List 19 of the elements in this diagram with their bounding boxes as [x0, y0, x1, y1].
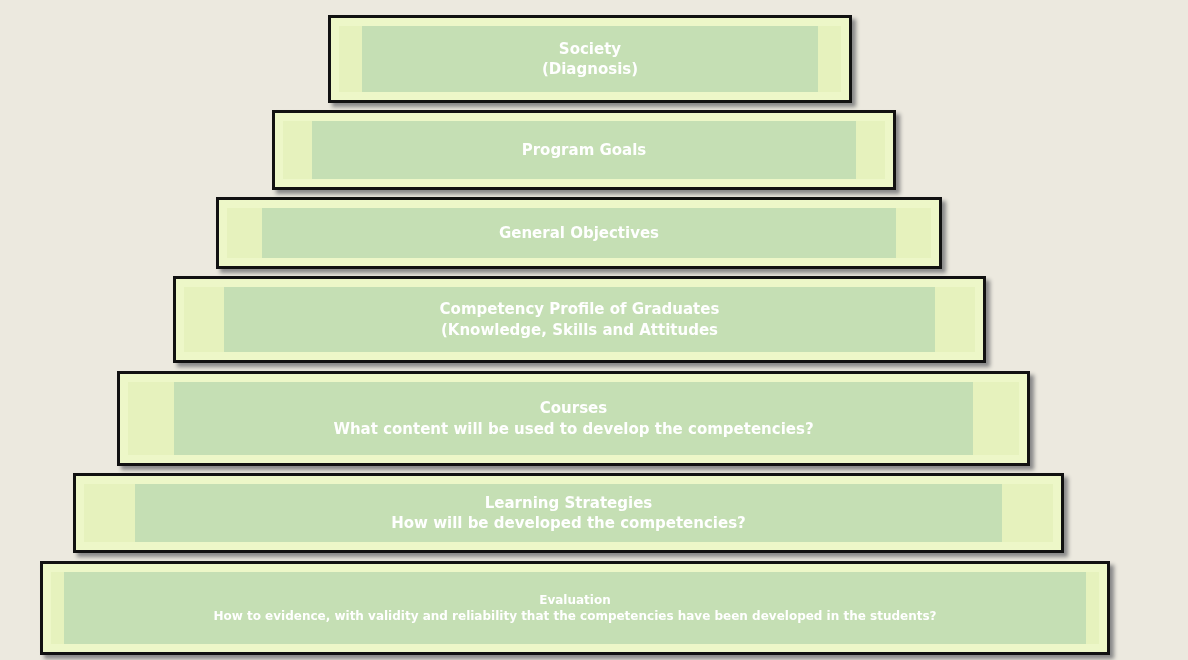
pyramid-step	[40, 561, 1110, 655]
step-title: Society	[558, 38, 622, 59]
step-title: Courses	[539, 398, 608, 419]
step-description: How to evidence, with validity and reliability that the competencies have been developed in the students?	[213, 608, 937, 625]
step-description: What content will be used to develop the competencies?	[333, 418, 814, 439]
pyramid-step	[173, 276, 986, 363]
pyramid-step	[117, 371, 1030, 466]
step-description: (Knowledge, Skills and Attitudes	[440, 319, 719, 340]
pyramid-step	[328, 15, 852, 103]
step-description: (Diagnosis)	[541, 59, 639, 80]
pyramid-step	[272, 110, 896, 190]
step-title: Program Goals	[521, 139, 647, 161]
step-title: Evaluation	[539, 591, 611, 608]
step-title: General Objectives	[498, 222, 660, 244]
pyramid-step	[216, 197, 942, 269]
step-title: Learning Strategies	[484, 492, 653, 513]
step-title: Competency Profile of Graduates	[439, 299, 720, 320]
step-description: How will be developed the competencies?	[391, 513, 746, 534]
pyramid-step	[73, 473, 1064, 553]
